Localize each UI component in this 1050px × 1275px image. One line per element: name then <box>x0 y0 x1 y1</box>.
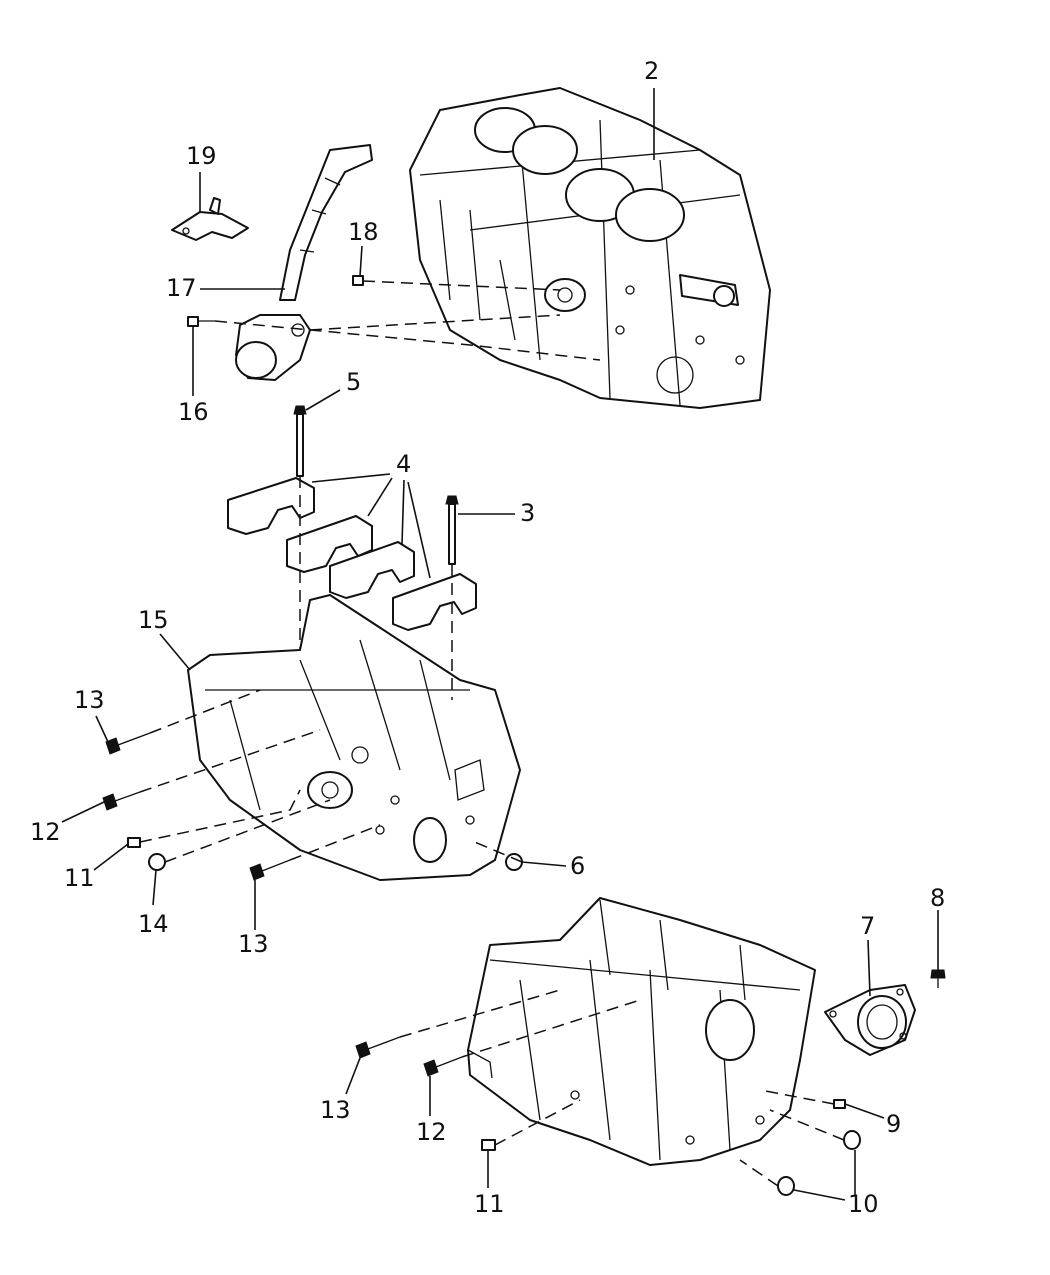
callout-2: 2 <box>644 57 659 85</box>
engine-block-assembly-illustration <box>409 87 771 409</box>
bolt-part-13-upper-left <box>105 732 151 755</box>
plug-part-11-left <box>127 837 141 848</box>
callout-13-middle: 13 <box>238 930 269 958</box>
callout-16: 16 <box>178 398 209 426</box>
callout-13-upper-left: 13 <box>74 686 105 714</box>
callout-11-left: 11 <box>64 864 95 892</box>
water-tube-pump-housing-part-17 <box>235 144 373 381</box>
bolt-part-12-bottom <box>423 1056 463 1077</box>
callout-17: 17 <box>166 274 197 302</box>
seal-plugs-part-10 <box>777 1130 861 1196</box>
callout-8: 8 <box>930 884 945 912</box>
bolt-part-12-left <box>102 791 141 811</box>
plug-part-9 <box>833 1099 846 1109</box>
callout-11-bottom: 11 <box>474 1190 505 1218</box>
screw-part-8 <box>930 969 946 988</box>
engine-block-lower-illustration <box>467 897 816 1166</box>
plug-part-6 <box>505 853 523 871</box>
callout-14: 14 <box>138 910 169 938</box>
callout-labels: 2 19 18 17 16 5 4 3 15 13 12 11 14 13 6 … <box>30 57 945 1218</box>
callout-5: 5 <box>346 368 361 396</box>
bolt-part-3 <box>445 495 459 565</box>
callout-19: 19 <box>186 142 217 170</box>
leader-lines <box>61 88 939 1201</box>
callout-4: 4 <box>396 450 411 478</box>
bolt-part-16 <box>187 316 215 327</box>
callout-18: 18 <box>348 218 379 246</box>
bolt-part-13-bottom <box>355 1036 401 1059</box>
plug-part-11-bottom <box>481 1139 496 1151</box>
rear-main-seal-part-7 <box>824 984 916 1056</box>
plug-part-14 <box>148 853 166 871</box>
callout-10: 10 <box>848 1190 879 1218</box>
callout-12-bottom: 12 <box>416 1118 447 1146</box>
callout-3: 3 <box>520 499 535 527</box>
bracket-part-19 <box>171 197 249 241</box>
callout-6: 6 <box>570 852 585 880</box>
callout-13-bottom: 13 <box>320 1096 351 1124</box>
bolt-part-5 <box>293 405 307 477</box>
lower-block-bedplate-part-15 <box>187 594 521 881</box>
main-bearing-caps-part-4 <box>227 477 477 631</box>
bolt-part-13-lower-middle <box>249 859 291 881</box>
callout-12-left: 12 <box>30 818 61 846</box>
callout-15: 15 <box>138 606 169 634</box>
callout-9: 9 <box>886 1110 901 1138</box>
callout-7: 7 <box>860 912 875 940</box>
assembly-dashed-lines <box>139 280 845 1187</box>
small-bolt-part-18 <box>352 275 364 286</box>
